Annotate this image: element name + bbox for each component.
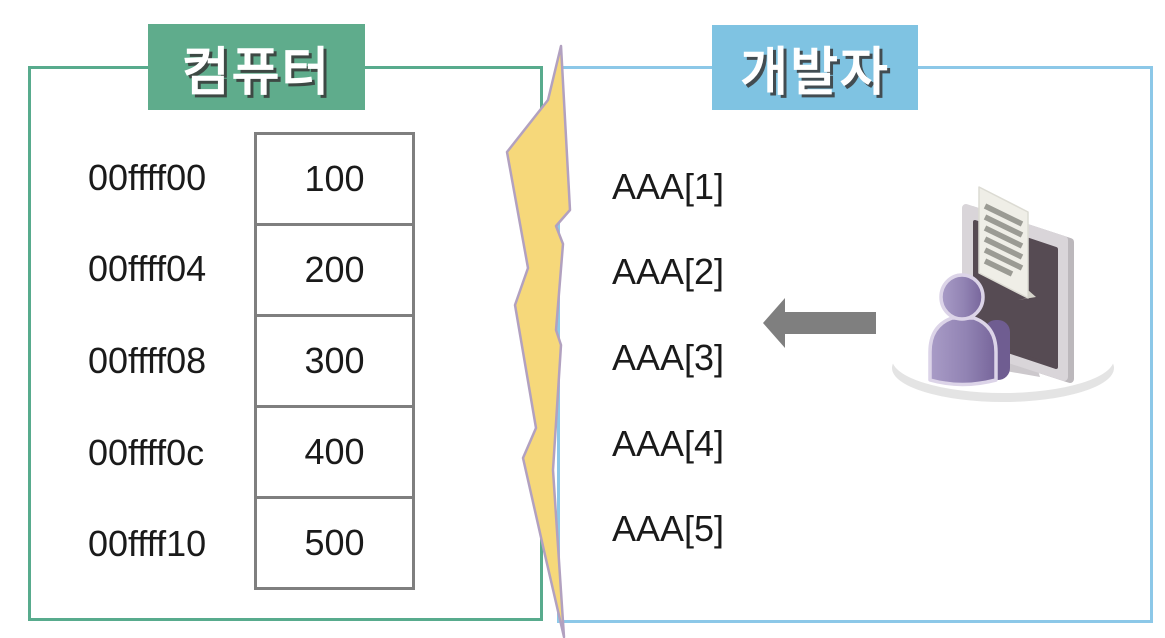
- memory-address-label: 00ffff0c: [88, 431, 205, 473]
- array-item-label: AAA[3]: [612, 336, 725, 378]
- memory-cell-value: 400: [257, 405, 412, 496]
- memory-address-list: 00ffff00 00ffff04 00ffff08 00ffff0c 00ff…: [88, 132, 206, 590]
- memory-address-label: 00ffff08: [88, 339, 207, 381]
- developer-panel-title: 개발자: [740, 44, 890, 102]
- memory-address-label: 00ffff00: [88, 156, 207, 198]
- array-item-label: AAA[4]: [612, 422, 725, 464]
- array-item-label: AAA[2]: [612, 251, 725, 293]
- memory-cell-value: 300: [257, 314, 412, 405]
- memory-cell-value: 100: [304, 158, 365, 199]
- memory-address-label: 00ffff10: [88, 523, 207, 565]
- memory-cell-value: 500: [257, 496, 412, 587]
- developer-panel-header: 개발자: [712, 25, 918, 110]
- array-item-label: AAA[1]: [612, 165, 725, 207]
- memory-table: 100 200 300 400 500: [254, 132, 415, 590]
- computer-panel-header: 컴퓨터: [148, 24, 365, 110]
- array-item-label: AAA[5]: [612, 508, 725, 550]
- memory-address-label: 00ffff04: [88, 248, 207, 290]
- array-item-list: AAA[1] AAA[2] AAA[3] AAA[4] AAA[5]: [612, 144, 724, 572]
- memory-cell-value: 200: [257, 223, 412, 314]
- computer-panel-title: 컴퓨터: [181, 43, 332, 102]
